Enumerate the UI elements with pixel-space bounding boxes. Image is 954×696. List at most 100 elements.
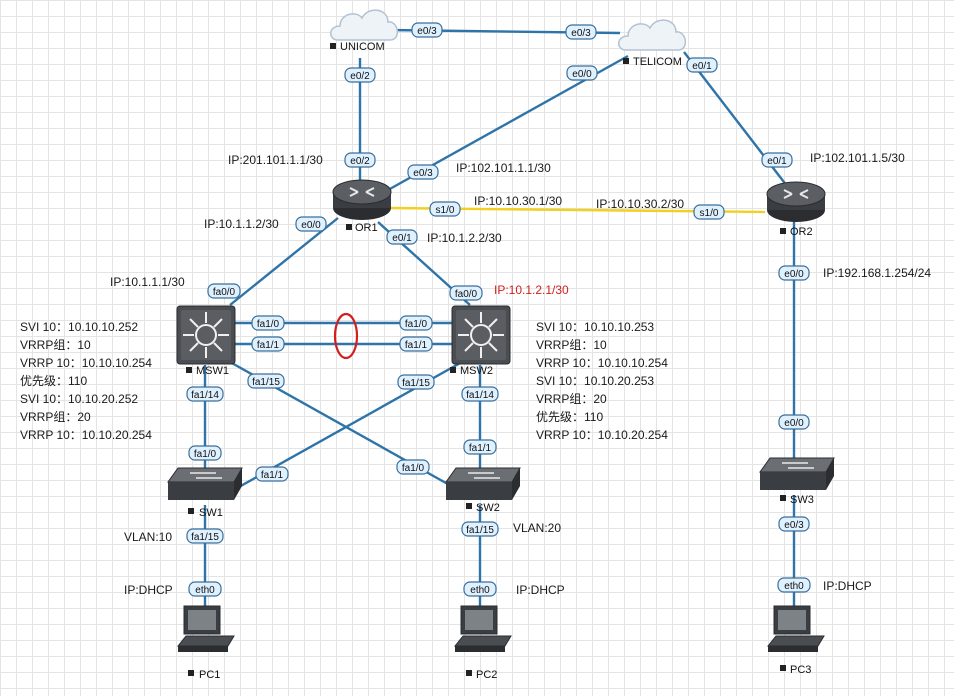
svg-text:fa1/1: fa1/1 bbox=[261, 470, 284, 481]
msw1-info-line: VRRP 10：10.10.20.254 bbox=[20, 428, 152, 442]
svg-text:e0/3: e0/3 bbox=[571, 28, 591, 39]
svg-text:e0/1: e0/1 bbox=[692, 61, 712, 72]
port-pc1-eth0[interactable]: eth0 bbox=[188, 581, 222, 597]
svg-text:e0/0: e0/0 bbox=[784, 269, 804, 280]
port-msw2-fa11[interactable]: fa1/1 bbox=[399, 336, 433, 352]
ip-annotations: IP:201.101.1.1/30 IP:102.101.1.1/30 IP:1… bbox=[110, 151, 931, 597]
svg-text:fa1/1: fa1/1 bbox=[257, 340, 280, 351]
port-unicom-e03[interactable]: e0/3 bbox=[411, 22, 443, 38]
port-pc3-eth0[interactable]: eth0 bbox=[777, 577, 811, 593]
port-sw2-fa11[interactable]: fa1/1 bbox=[463, 439, 497, 455]
port-sw2-fa115[interactable]: fa1/15 bbox=[461, 521, 499, 537]
msw2-info-line: VRRP组：10 bbox=[536, 338, 607, 352]
port-or1-e03[interactable]: e0/3 bbox=[407, 164, 439, 180]
port-msw2-fa115[interactable]: fa1/15 bbox=[397, 374, 435, 390]
port-or1-e02[interactable]: e0/2 bbox=[344, 152, 376, 168]
vlan20-label: VLAN:20 bbox=[513, 521, 561, 535]
port-msw2-fa114[interactable]: fa1/14 bbox=[461, 386, 499, 402]
msw2-info-line: VRRP组：20 bbox=[536, 392, 607, 406]
svg-text:fa1/15: fa1/15 bbox=[191, 532, 219, 543]
port-sw1-fa11[interactable]: fa1/1 bbox=[255, 466, 289, 482]
or1-router-icon[interactable] bbox=[332, 179, 392, 220]
msw2-multilayer-switch-icon[interactable] bbox=[451, 305, 511, 365]
or1-e00-ip: IP:10.1.1.2/30 bbox=[204, 217, 279, 231]
svg-text:fa1/0: fa1/0 bbox=[405, 319, 428, 330]
svg-text:e0/1: e0/1 bbox=[392, 233, 412, 244]
port-msw1-fa00[interactable]: fa0/0 bbox=[207, 283, 241, 299]
or2-e01-ip: IP:102.101.1.5/30 bbox=[810, 151, 905, 165]
or2-e00-ip: IP:192.168.1.254/24 bbox=[823, 266, 931, 280]
port-msw1-fa115[interactable]: fa1/15 bbox=[247, 373, 285, 389]
label-sw1: SW1 bbox=[199, 507, 223, 519]
svg-text:eth0: eth0 bbox=[470, 585, 490, 596]
port-telicom-e00[interactable]: e0/0 bbox=[566, 65, 598, 81]
device-marker bbox=[346, 224, 352, 230]
port-msw2-fa10[interactable]: fa1/0 bbox=[399, 315, 433, 331]
port-msw1-fa11[interactable]: fa1/1 bbox=[251, 336, 285, 352]
msw1-info-line: VRRP组：20 bbox=[20, 410, 91, 424]
port-msw2-fa00[interactable]: fa0/0 bbox=[449, 285, 483, 301]
telicom-cloud-icon[interactable] bbox=[618, 19, 687, 51]
msw2-info-line: VRRP 10：10.10.10.254 bbox=[536, 356, 668, 370]
port-sw3-e03[interactable]: e0/3 bbox=[778, 516, 810, 532]
device-marker bbox=[466, 670, 472, 676]
device-marker bbox=[188, 508, 194, 514]
svg-text:fa1/0: fa1/0 bbox=[194, 449, 217, 460]
sw1-switch-icon[interactable] bbox=[167, 467, 243, 500]
pc2-computer-icon[interactable] bbox=[453, 605, 512, 652]
or1-s10-ip: IP:10.10.30.1/30 bbox=[474, 194, 562, 208]
msw1-fa00-ip: IP:10.1.1.1/30 bbox=[110, 275, 185, 289]
msw2-info-line: SVI 10：10.10.20.253 bbox=[536, 374, 654, 388]
label-or2: OR2 bbox=[790, 226, 813, 238]
svg-text:fa1/15: fa1/15 bbox=[466, 525, 494, 536]
msw1-info-line: 优先级：110 bbox=[20, 374, 87, 388]
svg-text:s1/0: s1/0 bbox=[436, 205, 455, 216]
pc1-ip: IP:DHCP bbox=[124, 583, 173, 597]
msw1-multilayer-switch-icon[interactable] bbox=[176, 305, 236, 365]
svg-text:e0/3: e0/3 bbox=[784, 520, 804, 531]
svg-text:s1/0: s1/0 bbox=[700, 208, 719, 219]
msw1-info-line: VRRP 10：10.10.10.254 bbox=[20, 356, 152, 370]
svg-text:e0/3: e0/3 bbox=[417, 26, 437, 37]
port-labels: e0/3 e0/3 e0/2 e0/2 e0/0 e0/3 e0/1 e0/1 … bbox=[186, 22, 811, 597]
svg-text:e0/2: e0/2 bbox=[350, 156, 370, 167]
svg-text:e0/0: e0/0 bbox=[301, 220, 321, 231]
port-or1-e00[interactable]: e0/0 bbox=[295, 216, 327, 232]
unicom-cloud-icon[interactable] bbox=[330, 9, 399, 41]
svg-text:fa1/14: fa1/14 bbox=[191, 390, 219, 401]
port-or1-s10[interactable]: s1/0 bbox=[429, 201, 461, 217]
port-unicom-e02[interactable]: e0/2 bbox=[344, 67, 376, 83]
port-pc2-eth0[interactable]: eth0 bbox=[463, 581, 497, 597]
svg-text:fa1/15: fa1/15 bbox=[402, 378, 430, 389]
sw2-switch-icon[interactable] bbox=[445, 467, 521, 500]
port-msw1-fa114[interactable]: fa1/14 bbox=[186, 386, 224, 402]
pc1-computer-icon[interactable] bbox=[176, 605, 235, 652]
port-sw1-fa10[interactable]: fa1/0 bbox=[188, 445, 222, 461]
msw2-info-block: SVI 10：10.10.10.253 VRRP组：10 VRRP 10：10.… bbox=[536, 320, 668, 442]
svg-text:fa1/14: fa1/14 bbox=[466, 390, 494, 401]
or2-router-icon[interactable] bbox=[766, 181, 826, 222]
port-msw1-fa10[interactable]: fa1/0 bbox=[251, 315, 285, 331]
sw3-switch-icon[interactable] bbox=[759, 457, 835, 490]
port-telicom-e01[interactable]: e0/1 bbox=[686, 57, 718, 73]
link-or1-msw1 bbox=[229, 217, 339, 306]
port-or2-e00[interactable]: e0/0 bbox=[778, 265, 810, 281]
port-sw3-e00[interactable]: e0/0 bbox=[778, 414, 810, 430]
label-msw1: MSW1 bbox=[196, 365, 229, 377]
device-marker bbox=[466, 503, 472, 509]
pc3-computer-icon[interactable] bbox=[766, 605, 825, 652]
msw1-info-block: SVI 10：10.10.10.252 VRRP组：10 VRRP 10：10.… bbox=[20, 320, 152, 442]
port-telicom-e03[interactable]: e0/3 bbox=[565, 24, 597, 40]
device-marker bbox=[330, 43, 336, 49]
vlan10-label: VLAN:10 bbox=[124, 530, 172, 544]
port-or2-e01[interactable]: e0/1 bbox=[761, 152, 793, 168]
label-sw2: SW2 bbox=[476, 502, 500, 514]
port-or2-s10[interactable]: s1/0 bbox=[693, 204, 725, 220]
port-sw1-fa115[interactable]: fa1/15 bbox=[186, 528, 224, 544]
port-sw2-fa10[interactable]: fa1/0 bbox=[396, 459, 430, 475]
device-marker bbox=[623, 58, 629, 64]
svg-text:fa1/0: fa1/0 bbox=[402, 463, 425, 474]
svg-text:e0/0: e0/0 bbox=[784, 418, 804, 429]
port-or1-e01[interactable]: e0/1 bbox=[386, 229, 418, 245]
